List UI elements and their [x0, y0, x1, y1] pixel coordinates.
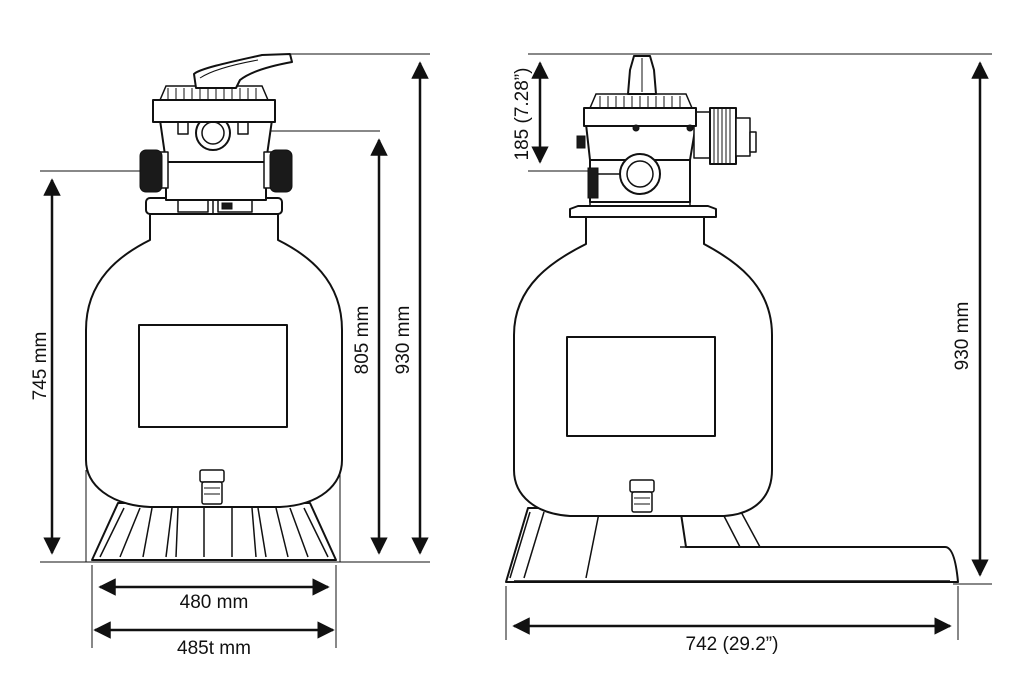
front-width-outer-label: 485t mm [177, 638, 251, 659]
front-drain-plug [199, 469, 225, 505]
front-multiport-valve [139, 53, 293, 201]
side-label-panel [566, 336, 716, 437]
side-base [505, 506, 959, 583]
side-valve-cap-ribs [599, 96, 681, 108]
side-view: 185 (7.28”) 930 mm 742 (29.2”) [505, 53, 992, 655]
side-union-threads [713, 108, 731, 164]
side-tank [513, 215, 773, 517]
side-dimension-arrows [512, 61, 989, 635]
front-height-valve-label: 805 mm [352, 306, 373, 375]
front-extension-lines [40, 53, 430, 648]
front-width-inner-label: 480 mm [180, 592, 249, 613]
front-label-panel [138, 324, 288, 428]
side-length-base-label: 742 (29.2”) [686, 634, 779, 655]
front-valve-cap-ribs [167, 88, 257, 100]
side-height-total-label: 930 mm [952, 302, 973, 371]
front-dimension-arrows [43, 61, 429, 639]
side-drain-plug [629, 479, 655, 513]
side-multiport-valve [576, 55, 757, 203]
side-extension-lines [505, 53, 992, 640]
front-base-stand [91, 502, 337, 561]
front-valve-handle [193, 53, 293, 89]
front-tank [85, 211, 343, 508]
front-view: 745 mm 805 mm 930 mm 480 mm 485t mm [30, 53, 430, 659]
side-valve-height-label: 185 (7.28”) [512, 68, 533, 161]
front-height-total-label: 930 mm [393, 306, 414, 375]
front-height-tank-label: 745 mm [30, 332, 51, 401]
